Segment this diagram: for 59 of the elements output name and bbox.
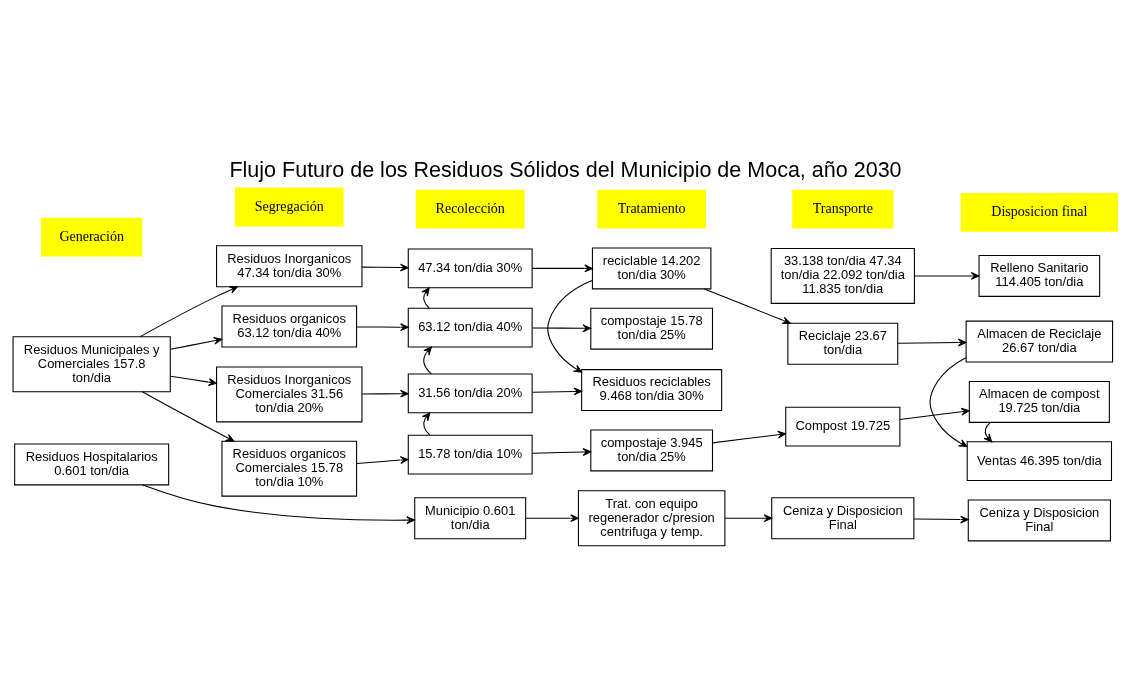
node-box: reciclable 14.202 ton/dia 30% xyxy=(591,246,712,289)
arrow xyxy=(421,411,431,436)
node-box: Reciclaje 23.67 ton/dia xyxy=(787,322,899,365)
node-box: compostaje 15.78 ton/dia 25% xyxy=(590,307,714,350)
label: Recolección xyxy=(435,200,505,216)
arrow xyxy=(356,455,409,464)
diagram-title: Flujo Futuro de los Residuos Sólidos del Municipio de Moca, año 2030 xyxy=(229,157,902,182)
arrow xyxy=(356,322,409,331)
arrow xyxy=(361,389,409,398)
arrow xyxy=(142,483,415,524)
label: Segregación xyxy=(254,198,324,214)
node-box: Residuos reciclables 9.468 ton/dia 30% xyxy=(581,368,723,411)
label: Disposicion final xyxy=(991,203,1088,219)
node-box: Residuos organicos Comerciales 15.78 ton/dia 10% xyxy=(221,440,358,497)
node-box: Compost 19.725 xyxy=(785,406,901,447)
arrow xyxy=(703,287,791,324)
arrow xyxy=(531,263,593,272)
node-box: Municipio 0.601 ton/dia xyxy=(414,496,527,539)
arrow xyxy=(141,390,235,442)
node-box: Residuos Municipales y Comerciales 157.8 ton/dia xyxy=(12,335,171,392)
arrow xyxy=(897,338,967,346)
arrow xyxy=(170,375,217,386)
node-box: Ceniza y Disposicion Final xyxy=(967,498,1111,541)
arrow xyxy=(913,515,969,523)
node-box: 47.34 ton/dia 30% xyxy=(407,247,533,288)
arrow xyxy=(531,387,583,395)
arrow xyxy=(170,336,223,350)
arrow xyxy=(547,279,593,373)
arrow xyxy=(421,286,430,309)
node-box: Almacen de compost 19.725 ton/dia xyxy=(968,380,1110,423)
arrow xyxy=(899,407,970,420)
node-box: Ventas 46.395 ton/dia xyxy=(966,440,1113,481)
arrow xyxy=(361,263,409,271)
node-box: Residuos Inorganicos Comerciales 31.56 ton/dia 20% xyxy=(216,365,363,422)
arrow xyxy=(139,285,238,337)
label: Transporte xyxy=(812,200,873,216)
arrow xyxy=(712,430,787,443)
node-box: 15.78 ton/dia 10% xyxy=(407,434,533,475)
node-box: compostaje 3.945 ton/dia 25% xyxy=(590,428,714,471)
node-box: Trat. con equipo regenerador c/presion centrifuga y temp. xyxy=(577,489,726,546)
node-box: 63.12 ton/dia 40% xyxy=(407,307,533,348)
arrow xyxy=(929,356,968,447)
arrow xyxy=(983,421,993,442)
arrow xyxy=(531,323,592,332)
node-box: Residuos Hospitalarios 0.601 ton/dia xyxy=(14,442,170,485)
label: Tratamiento xyxy=(617,200,686,216)
node-box: 31.56 ton/dia 20% xyxy=(407,372,533,413)
node-box: Residuos organicos 63.12 ton/dia 40% xyxy=(221,305,358,348)
node-box: Residuos Inorganicos 47.34 ton/dia 30% xyxy=(216,244,363,287)
arrow xyxy=(423,346,432,374)
arrow xyxy=(724,513,773,522)
arrow xyxy=(525,513,579,522)
node-box: Almacen de Reciclaje 26.67 ton/dia xyxy=(965,320,1114,363)
node-box: Ceniza y Disposicion Final xyxy=(771,496,915,539)
arrow xyxy=(914,271,980,280)
label: Generación xyxy=(59,228,124,244)
node-box: 33.138 ton/dia 47.34 ton/dia 22.092 ton/dia 11.835 ton/dia xyxy=(770,247,915,304)
node-box: Relleno Sanitario 114.405 ton/dia xyxy=(978,254,1101,297)
arrow xyxy=(531,447,592,456)
